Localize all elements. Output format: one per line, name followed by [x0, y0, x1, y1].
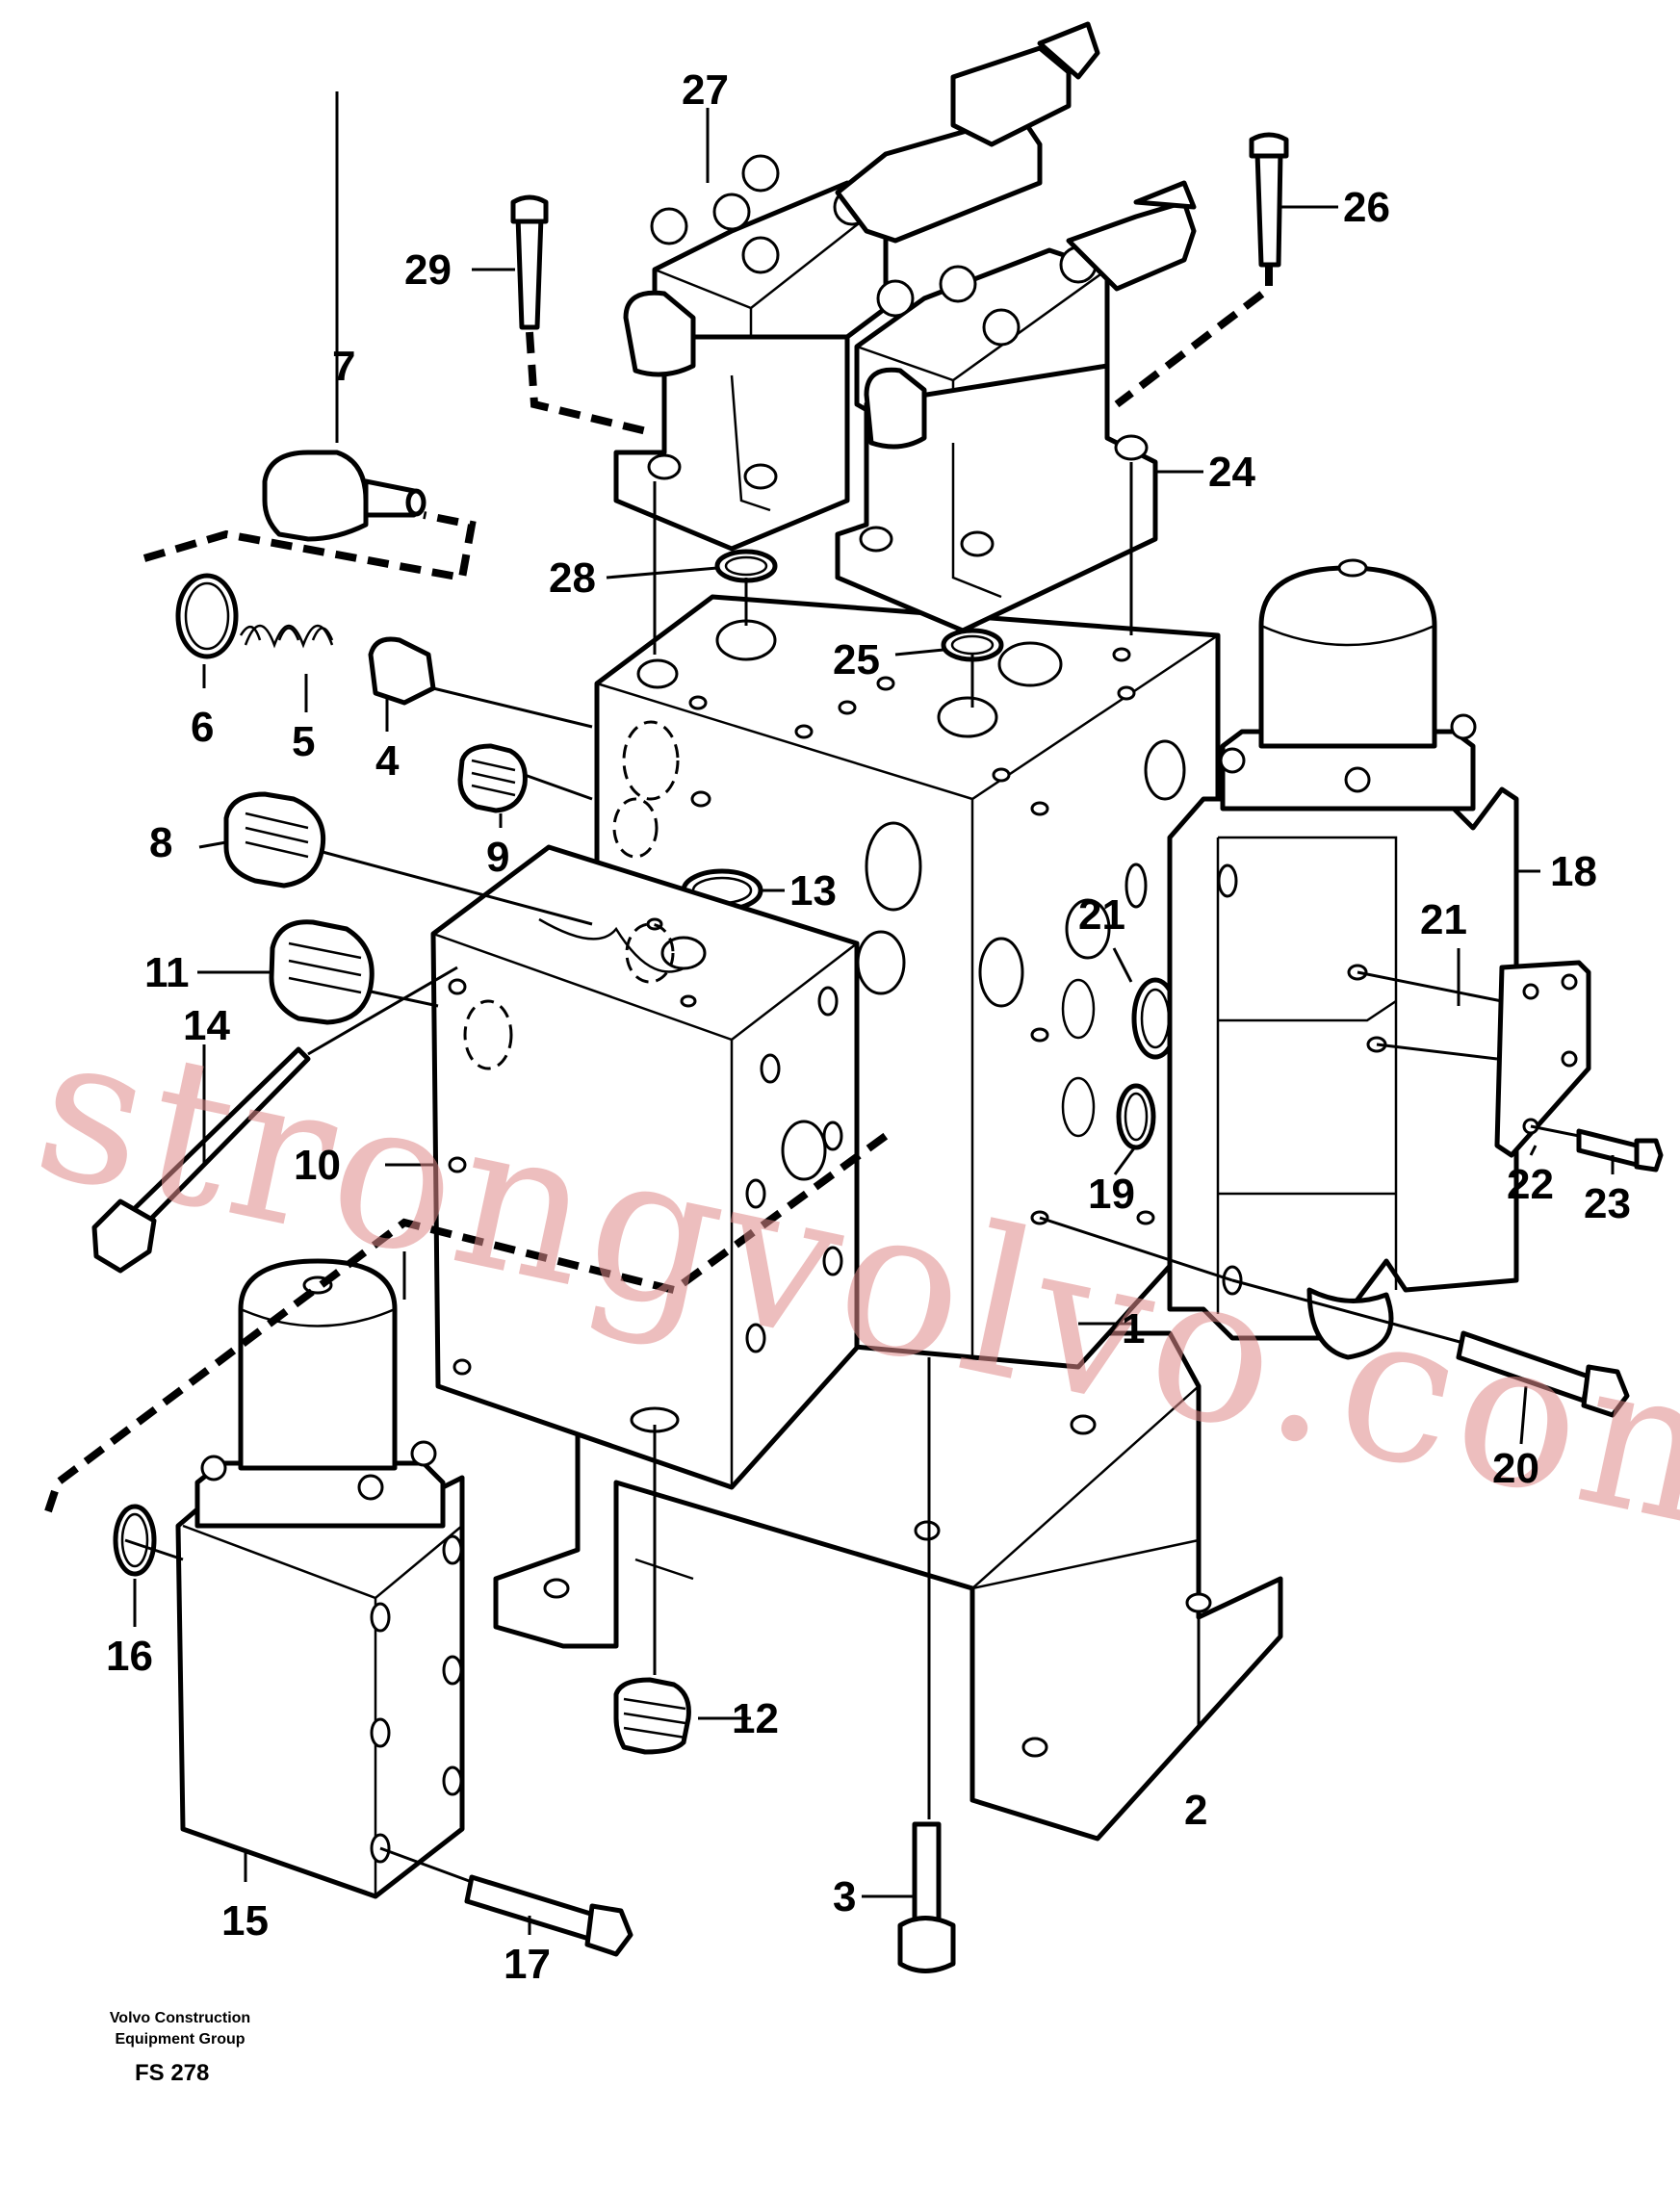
callout-5: 5 [292, 718, 315, 765]
callout-labels: 1 2 3 4 5 6 7 8 9 10 11 12 13 14 15 16 1… [106, 66, 1631, 1988]
screw-29 [510, 194, 549, 330]
callout-11: 11 [144, 949, 190, 996]
callout-24: 24 [1208, 449, 1255, 496]
figure-code: FS 278 [135, 2060, 210, 2086]
callout-16: 16 [106, 1633, 153, 1680]
piston-4 [368, 636, 436, 706]
callout-21a: 21 [1078, 891, 1125, 939]
plug-12 [613, 1677, 691, 1755]
callout-25: 25 [833, 636, 880, 683]
right-solenoid-valve [1167, 558, 1519, 1360]
plug-7 [262, 450, 426, 542]
plug-11 [269, 919, 375, 1025]
leader-lines [133, 91, 1615, 1935]
callout-18: 18 [1550, 848, 1597, 895]
footer-company-line1: Volvo Construction [109, 2010, 251, 2026]
callout-19: 19 [1088, 1171, 1135, 1218]
footer-company-line2: Equipment Group [115, 2031, 246, 2048]
o-ring-6 [175, 573, 239, 659]
screw-23 [1576, 1128, 1664, 1172]
cover-plate-22 [1494, 960, 1591, 1158]
o-rings-side [681, 868, 1179, 1150]
callout-26: 26 [1343, 184, 1390, 231]
callout-6: 6 [191, 704, 214, 751]
screw-3 [897, 1821, 956, 1973]
screw-20 [1456, 1330, 1630, 1418]
callout-15: 15 [221, 1897, 269, 1945]
spring-5 [239, 624, 334, 649]
callout-22: 22 [1507, 1161, 1554, 1208]
screw-26 [1249, 132, 1289, 268]
callout-7: 7 [332, 343, 355, 390]
o-ring-28 [714, 549, 778, 583]
plug-8 [223, 791, 326, 889]
callout-10: 10 [294, 1142, 341, 1189]
callout-29: 29 [404, 246, 452, 294]
callout-20: 20 [1492, 1445, 1539, 1492]
o-ring-16 [113, 1504, 157, 1577]
guide-lines [44, 265, 1580, 1884]
plug-9 [457, 743, 528, 813]
callout-1: 1 [1122, 1305, 1145, 1353]
callout-17: 17 [504, 1941, 551, 1988]
callout-21b: 21 [1420, 896, 1467, 943]
callout-14: 14 [183, 1002, 230, 1049]
callout-4: 4 [375, 737, 400, 785]
callout-2: 2 [1184, 1787, 1207, 1834]
callout-28: 28 [549, 554, 596, 602]
callout-27: 27 [682, 66, 729, 114]
callout-9: 9 [486, 834, 509, 881]
callout-23: 23 [1584, 1180, 1631, 1227]
callout-8: 8 [149, 819, 172, 866]
screw-17 [464, 1874, 633, 1957]
top-valve-27 [613, 21, 1100, 552]
callout-12: 12 [732, 1695, 779, 1742]
callout-3: 3 [833, 1873, 856, 1920]
bolt-14 [91, 1046, 311, 1274]
top-valve-24 [835, 180, 1197, 633]
front-sub-block [430, 844, 860, 1490]
callout-13: 13 [789, 867, 837, 915]
